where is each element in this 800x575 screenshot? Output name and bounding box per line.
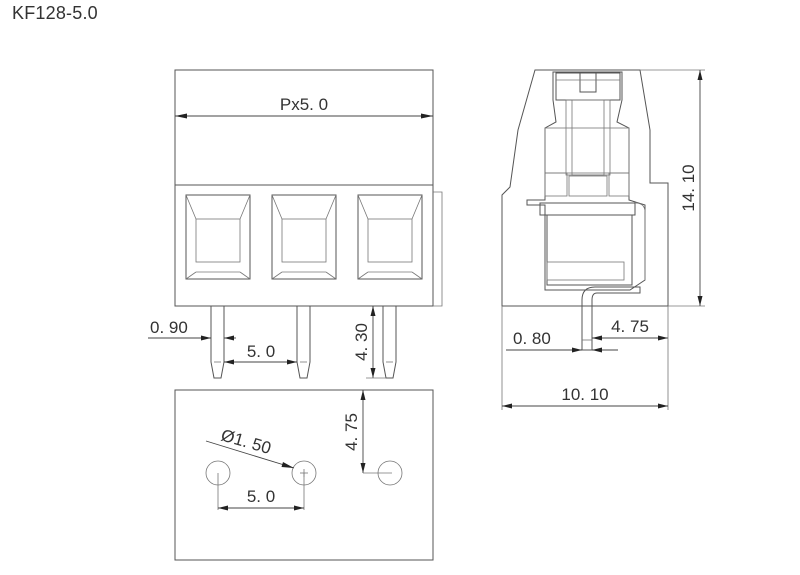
dim-hole-pitch: 5. 0 [218,487,304,511]
wire-entry-1 [185,194,251,280]
screw-head [555,72,621,101]
pin-width-label: 0. 90 [150,318,188,337]
footprint-outline [174,389,434,561]
front-top-housing [174,69,434,186]
wire-entry-3 [357,194,423,280]
side-pin [581,286,641,351]
pcb-footprint: Ø1. 50 5. 0 4. 75 [174,389,434,561]
dim-height: 14. 10 [640,69,705,307]
nut-left [544,172,568,197]
clamp-cage [539,202,646,286]
dim-pin-pitch: 5. 0 [224,342,297,365]
wire-entry-2 [271,194,337,280]
pin-length-label: 4. 30 [352,323,371,361]
hole-pitch-label: 5. 0 [247,487,275,506]
pitch-label: Px5. 0 [280,95,328,114]
pin-pitch-label: 5. 0 [247,342,275,361]
pin-offset-label: 4. 75 [611,317,649,336]
dim-pin-width: 0. 90 [148,318,236,341]
pin-2 [296,306,311,379]
pin-thickness-label: 0. 80 [513,329,551,348]
pin-1 [210,306,225,379]
dim-hole-diameter: Ø1. 50 [205,426,295,469]
side-view: 14. 10 4. 75 0. 80 10. 10 [501,69,705,410]
screw-shaft [565,99,611,176]
hole-offset-label: 4. 75 [342,413,361,451]
dim-hole-offset: 4. 75 [342,390,392,474]
pin-3 [382,306,397,379]
product-title: KF128-5.0 [12,3,98,23]
height-label: 14. 10 [679,164,698,211]
dim-depth: 10. 10 [501,306,669,410]
dim-pin-length: 4. 30 [352,306,386,379]
clamp-block-upper [544,127,630,174]
depth-label: 10. 10 [561,385,608,404]
dim-pin-thickness: 0. 80 [506,329,618,353]
side-housing-outline [501,69,669,307]
dim-pitch-total: Px5. 0 [175,95,433,119]
front-side-flange [433,191,443,307]
dim-pin-offset: 4. 75 [592,317,668,341]
front-view: Px5. 0 0. 90 5. 0 4. 30 [148,69,443,379]
front-body-housing [174,184,434,307]
nut-right [608,172,630,197]
